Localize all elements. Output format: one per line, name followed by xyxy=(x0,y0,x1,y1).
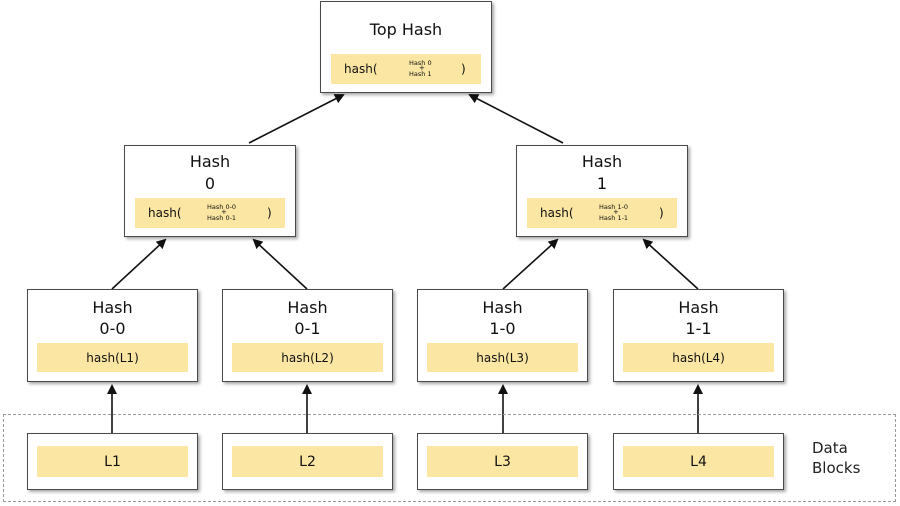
plus-sign: + xyxy=(419,64,425,72)
arrow-hash10-to-hash1 xyxy=(502,238,559,290)
node-hash-1-1-strip: hash(L4) xyxy=(623,343,774,372)
hash-close-paren: ) xyxy=(267,206,272,220)
data-block-l3: L3 xyxy=(417,433,588,490)
node-hash-0-1-title-line2: 0-1 xyxy=(294,319,321,338)
data-block-label: L3 xyxy=(494,453,511,470)
node-hash-1-1-title-line2: 1-1 xyxy=(685,319,712,338)
arrow-hash00-to-hash0 xyxy=(111,238,167,290)
data-blocks-label-line2: Blocks xyxy=(812,459,861,477)
data-block-l1: L1 xyxy=(27,433,198,490)
arrow-hash11-to-hash1 xyxy=(642,238,699,290)
node-hash-0-1-title-line1: Hash xyxy=(287,298,328,317)
node-hash-0-0-strip: hash(L1) xyxy=(37,343,188,372)
data-block-strip: L4 xyxy=(623,446,774,477)
leaf-hash-value: hash(L1) xyxy=(86,350,139,365)
node-hash-0-1: Hash 0-1 hash(L2) xyxy=(222,289,393,382)
hash-arg-second: Hash 1 xyxy=(409,70,432,78)
data-block-strip: L3 xyxy=(427,446,578,477)
node-hash-0-title-line1: Hash xyxy=(189,152,231,171)
data-blocks-region xyxy=(3,414,896,502)
data-block-strip: L2 xyxy=(232,446,383,477)
data-block-label: L1 xyxy=(104,453,121,470)
hash-arg-first: Hash 0 xyxy=(409,59,432,67)
node-top-hash-title: Top Hash xyxy=(369,20,443,39)
node-hash-0-0: Hash 0-0 hash(L1) xyxy=(27,289,198,382)
node-hash-0: Hash 0 hash( Hash 0-0 + Hash 0-1 ) xyxy=(124,145,296,237)
hash-arg-second: Hash 1-1 xyxy=(599,214,629,222)
data-block-strip: L1 xyxy=(37,446,188,477)
node-hash-1-1-title-line1: Hash xyxy=(678,298,719,317)
hash-close-paren: ) xyxy=(659,206,664,220)
hash-fn-label: hash( xyxy=(344,62,378,76)
leaf-hash-value: hash(L3) xyxy=(476,350,529,365)
data-blocks-label: Data Blocks xyxy=(812,438,882,478)
hash-fn-label: hash( xyxy=(540,206,574,220)
hash-close-paren: ) xyxy=(461,62,466,76)
node-top-hash-strip: hash( Hash 0 + Hash 1 ) xyxy=(331,54,481,84)
leaf-hash-value: hash(L4) xyxy=(672,350,725,365)
arrow-hash01-to-hash0 xyxy=(252,238,308,290)
plus-sign: + xyxy=(221,208,227,216)
node-hash-1-0-title-line1: Hash xyxy=(482,298,523,317)
node-hash-1-0: Hash 1-0 hash(L3) xyxy=(417,289,588,382)
data-blocks-label-line1: Data xyxy=(812,439,848,457)
node-hash-0-0-title-line1: Hash xyxy=(92,298,133,317)
node-hash-1-0-title-line2: 1-0 xyxy=(489,319,516,338)
hash-fn-label: hash( xyxy=(148,206,182,220)
hash-arg-first: Hash 0-0 xyxy=(207,203,237,211)
node-hash-1-strip: hash( Hash 1-0 + Hash 1-1 ) xyxy=(527,198,677,228)
plus-sign: + xyxy=(613,208,619,216)
node-hash-0-title-line2: 0 xyxy=(204,174,216,193)
node-hash-0-0-title-line2: 0-0 xyxy=(99,319,126,338)
node-hash-1-0-strip: hash(L3) xyxy=(427,343,578,372)
arrow-hash1-to-top xyxy=(468,94,564,144)
hash-arg-second: Hash 0-1 xyxy=(207,214,237,222)
node-hash-1-title-line1: Hash xyxy=(581,152,623,171)
node-hash-0-1-strip: hash(L2) xyxy=(232,343,383,372)
arrow-hash0-to-top xyxy=(248,94,345,144)
leaf-hash-value: hash(L2) xyxy=(281,350,334,365)
data-block-l4: L4 xyxy=(613,433,784,490)
node-top-hash: Top Hash hash( Hash 0 + Hash 1 ) xyxy=(320,1,492,93)
hash-arg-first: Hash 1-0 xyxy=(599,203,629,211)
data-block-label: L4 xyxy=(690,453,707,470)
node-hash-1: Hash 1 hash( Hash 1-0 + Hash 1-1 ) xyxy=(516,145,688,237)
data-block-l2: L2 xyxy=(222,433,393,490)
node-hash-1-1: Hash 1-1 hash(L4) xyxy=(613,289,784,382)
data-block-label: L2 xyxy=(299,453,316,470)
node-hash-0-strip: hash( Hash 0-0 + Hash 0-1 ) xyxy=(135,198,285,228)
node-hash-1-title-line2: 1 xyxy=(596,174,608,193)
